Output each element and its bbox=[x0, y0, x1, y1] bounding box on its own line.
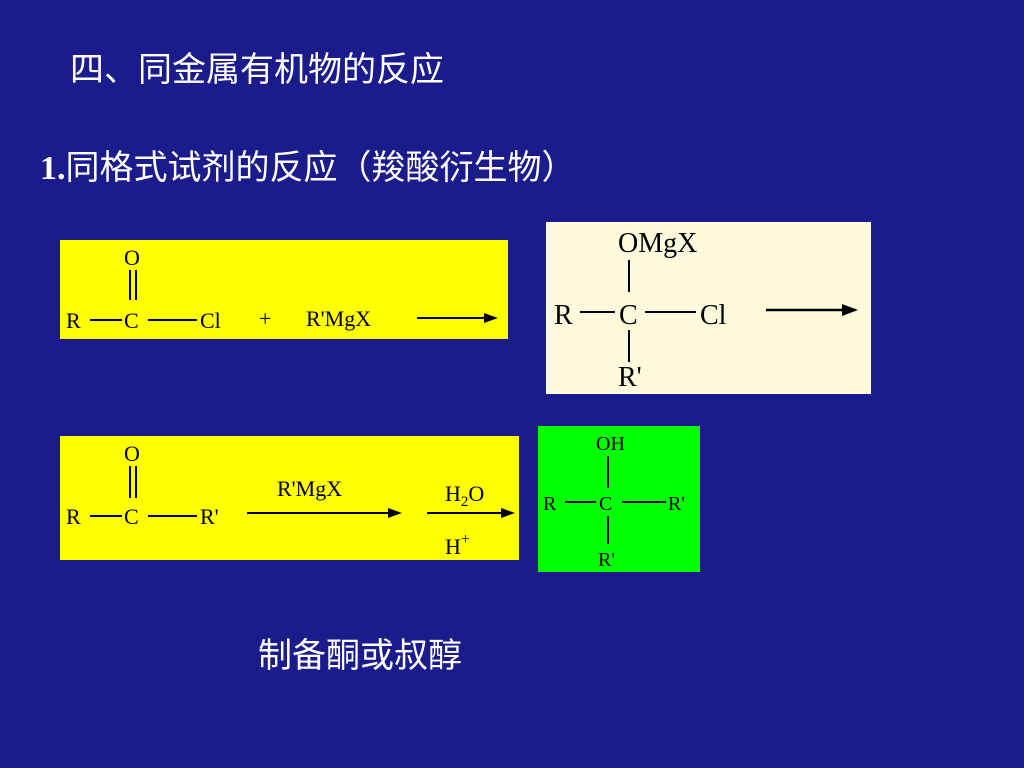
r-group: R bbox=[554, 300, 573, 331]
slide-caption: 制备酮或叔醇 bbox=[258, 636, 462, 676]
carbon-atom: C bbox=[124, 308, 139, 333]
second-arrow-head bbox=[501, 508, 515, 518]
reaction-arrow-head bbox=[842, 304, 858, 316]
ketone-reaction-box: O R C R' R'MgX H2O H+ bbox=[60, 436, 519, 560]
chlorine-atom: Cl bbox=[200, 308, 221, 333]
subtitle-text: 同格式试剂的反应（羧酸衍生物） bbox=[65, 148, 576, 188]
chlorine-atom: Cl bbox=[700, 300, 727, 331]
r-group: R bbox=[66, 308, 81, 333]
product-box: OH R C R' R' bbox=[538, 426, 700, 572]
r-group: R bbox=[66, 504, 81, 529]
intermediate-svg: OMgX R C Cl R' bbox=[554, 228, 858, 393]
subtitle-number: 1. bbox=[40, 150, 66, 187]
hydroxyl-group: OH bbox=[596, 433, 625, 455]
ketone-reaction-svg: O R C R' R'MgX H2O H+ bbox=[66, 441, 515, 559]
grignard-reagent: R'MgX bbox=[277, 476, 342, 501]
acid-reagent: H+ bbox=[445, 531, 470, 559]
slide-title: 四、同金属有机物的反应 bbox=[70, 50, 444, 90]
carbon-atom: C bbox=[619, 300, 638, 331]
intermediate-box: OMgX R C Cl R' bbox=[546, 222, 871, 394]
r-prime-group: R' bbox=[200, 504, 219, 529]
carbonyl-oxygen: O bbox=[124, 441, 140, 466]
omgx-group: OMgX bbox=[618, 228, 697, 259]
product-svg: OH R C R' R' bbox=[543, 433, 685, 571]
carbonyl-oxygen: O bbox=[124, 245, 140, 270]
r-prime-group: R' bbox=[618, 362, 642, 393]
r-prime-group-bottom: R' bbox=[598, 549, 615, 571]
r-prime-group-right: R' bbox=[668, 493, 685, 515]
carbon-atom: C bbox=[124, 504, 139, 529]
acyl-chloride-reaction-svg: O R C Cl + R'MgX bbox=[66, 245, 498, 333]
first-arrow-head bbox=[388, 508, 402, 518]
r-group: R bbox=[543, 493, 557, 515]
reaction-arrow-head bbox=[484, 313, 498, 323]
slide-subtitle: 1.同格式试剂的反应（羧酸衍生物） bbox=[40, 140, 576, 189]
plus-sign: + bbox=[259, 306, 271, 331]
water-reagent: H2O bbox=[445, 481, 484, 510]
carbon-atom: C bbox=[599, 493, 612, 515]
grignard-reagent: R'MgX bbox=[306, 306, 371, 331]
acyl-chloride-reaction-box: O R C Cl + R'MgX bbox=[60, 240, 508, 339]
